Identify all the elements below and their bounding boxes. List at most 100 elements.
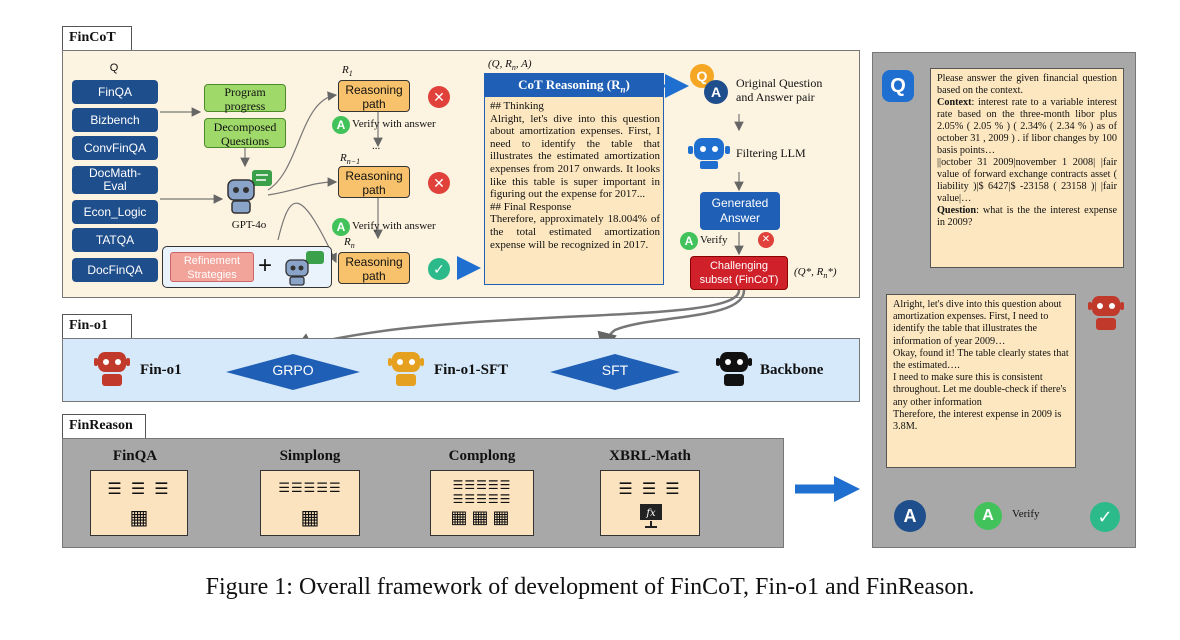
formula-icon: fx [640,504,662,528]
svg-text:A: A [711,84,721,100]
program-progress-box: Program progress [204,84,286,113]
q-label: Q [109,62,119,74]
right-fin-o1-robot-icon [1088,296,1124,330]
gpt-label: GPT-4o [231,219,267,231]
verify-label: Verify [700,234,728,246]
filtering-llm-icon [688,138,730,169]
gpt-robot-icon [227,170,272,214]
fin-o1-robot-icon [94,352,130,386]
verify-a-icon: A [680,232,698,250]
bench-xbrl-doc: ☰ ☰ ☰ fx [600,470,700,536]
cot-box [484,73,664,285]
cot-line-3: ## Final Response [490,200,572,213]
grpo-label: GRPO [272,362,314,378]
bench-finqa-doc: ☰ ☰ ☰ ▦ [90,470,188,536]
rn1-label: Rn−1 [340,152,361,167]
table-icon: ▦ [300,505,320,529]
finreason-tab: FinReason [62,414,146,438]
dataset-3: DocMath- Eval [72,166,158,194]
dataset-5: TATQA [72,228,158,252]
reasoning-path-n-1: Reasoning path [338,166,410,198]
ellipsis: ... [372,140,381,152]
figure-caption: Figure 1: Overall framework of developme… [205,574,975,600]
answer-a-icon: A [894,500,926,532]
dataset-4: Econ_Logic [72,200,158,224]
table-text: ||october 31 2009|november 1 2008| |fair… [937,157,1117,204]
bench-finqa-title: FinQA [112,448,158,464]
question-intro: Please answer the given financial questi… [937,73,1117,96]
reject-icon-2: ✕ [428,172,450,194]
answer-line-3: I need to make sure this is consistent t… [893,372,1067,408]
context-text: Context: interest rate to a variable int… [937,97,1117,156]
backbone-robot-icon [716,352,752,386]
original-qa-label: Original Question and Answer pair [736,76,823,104]
answer-line-1: Alright, let's dive into this question a… [893,299,1062,347]
sft-label: SFT [601,362,629,378]
original-qa-icon: Q A [690,64,728,104]
right-verify-label: Verify [1012,508,1040,520]
answer-line-2: Okay, found it! The table clearly states… [893,347,1069,372]
decomposed-questions-box: Decomposed Questions [204,118,286,148]
cot-title: CoT Reasoning (Rn) [484,73,664,97]
text-lines-icon: ☰☰☰☰☰ [452,478,512,492]
svg-text:fx: fx [645,508,656,519]
cot-content: ## Thinking Alright, let's dive into thi… [490,100,660,251]
challenging-subset-box: Challenging subset (FinCoT) [690,256,788,290]
dataset-2: ConvFinQA [72,136,158,160]
text-lines-icon: ☰☰☰☰☰ [278,481,342,496]
fin-o1-sft-robot-icon [388,352,424,386]
rn-label: Rn [344,236,355,251]
sft-diamond [550,354,680,390]
grpo-diamond [226,354,360,390]
reject-icon-1: ✕ [428,86,450,108]
question-box: Please answer the given financial questi… [930,68,1124,268]
fin-o1-sft-label: Fin-o1-SFT [434,362,509,378]
accept-check-icon: ✓ [428,258,450,280]
plus-sign: + [258,252,273,279]
fin-o1-label: Fin-o1 [140,362,182,378]
triple-label: (Q, Rn, A) [488,58,532,73]
answer-a-icon-2: A [332,218,350,236]
backbone-label: Backbone [760,362,824,378]
text-lines-icon: ☰ ☰ ☰ [618,479,682,498]
verify-with-answer-1: Verify with answer [352,118,436,130]
answer-line-4: Therefore, the interest expense in 2009 … [893,408,1062,433]
right-check-icon: ✓ [1090,502,1120,532]
refine-robot-icon [285,251,324,286]
bench-xbrl-title: XBRL-Math [609,448,691,464]
r1-label: R1 [342,64,353,79]
filtering-llm-label: Filtering LLM [736,146,806,160]
q-star-label: (Q*, Rn*) [794,266,837,281]
dataset-1: Bizbench [72,108,158,132]
question-text: Question: what is the the interest expen… [937,205,1117,228]
dataset-6: DocFinQA [72,258,158,282]
decomposed-questions-label: Decomposed Questions [213,120,277,148]
cot-line-1: ## Thinking [490,100,544,112]
program-progress-label: Program progress [224,85,266,113]
verify-reject-icon: ✕ [758,232,774,248]
verify-a-green-icon: A [974,502,1002,530]
fincot-tab: FinCoT [62,26,132,50]
svg-text:Q: Q [697,68,708,84]
question-q-icon: Q [882,70,914,102]
answer-a-icon-1: A [332,116,350,134]
bench-simplong-doc: ☰☰☰☰☰ ▦ [260,470,360,536]
table-icon: ▦ [129,505,149,529]
reasoning-path-n: Reasoning path [338,252,410,284]
refinement-strategies-box: Refinement Strategies [170,252,254,282]
bench-complong-title: Complong [448,448,516,464]
bench-complong-doc: ☰☰☰☰☰ ☰☰☰☰☰ ▦▦▦ [430,470,534,536]
cot-line-4: Therefore, approximately 18.004% of the … [490,213,660,251]
fino1-tab: Fin-o1 [62,314,132,338]
verify-with-answer-2: Verify with answer [352,220,436,232]
bench-simplong-title: Simplong [279,448,341,464]
cot-line-2: Alright, let's dive into this question a… [490,112,660,201]
generated-answer-box: Generated Answer [700,192,780,230]
dataset-0: FinQA [72,80,158,104]
table-icon: ▦▦▦ [450,507,514,528]
answer-box: Alright, let's dive into this question a… [886,294,1076,468]
text-lines-icon: ☰ ☰ ☰ [107,479,171,498]
text-lines-icon: ☰☰☰☰☰ [452,492,512,506]
reasoning-path-1: Reasoning path [338,80,410,112]
